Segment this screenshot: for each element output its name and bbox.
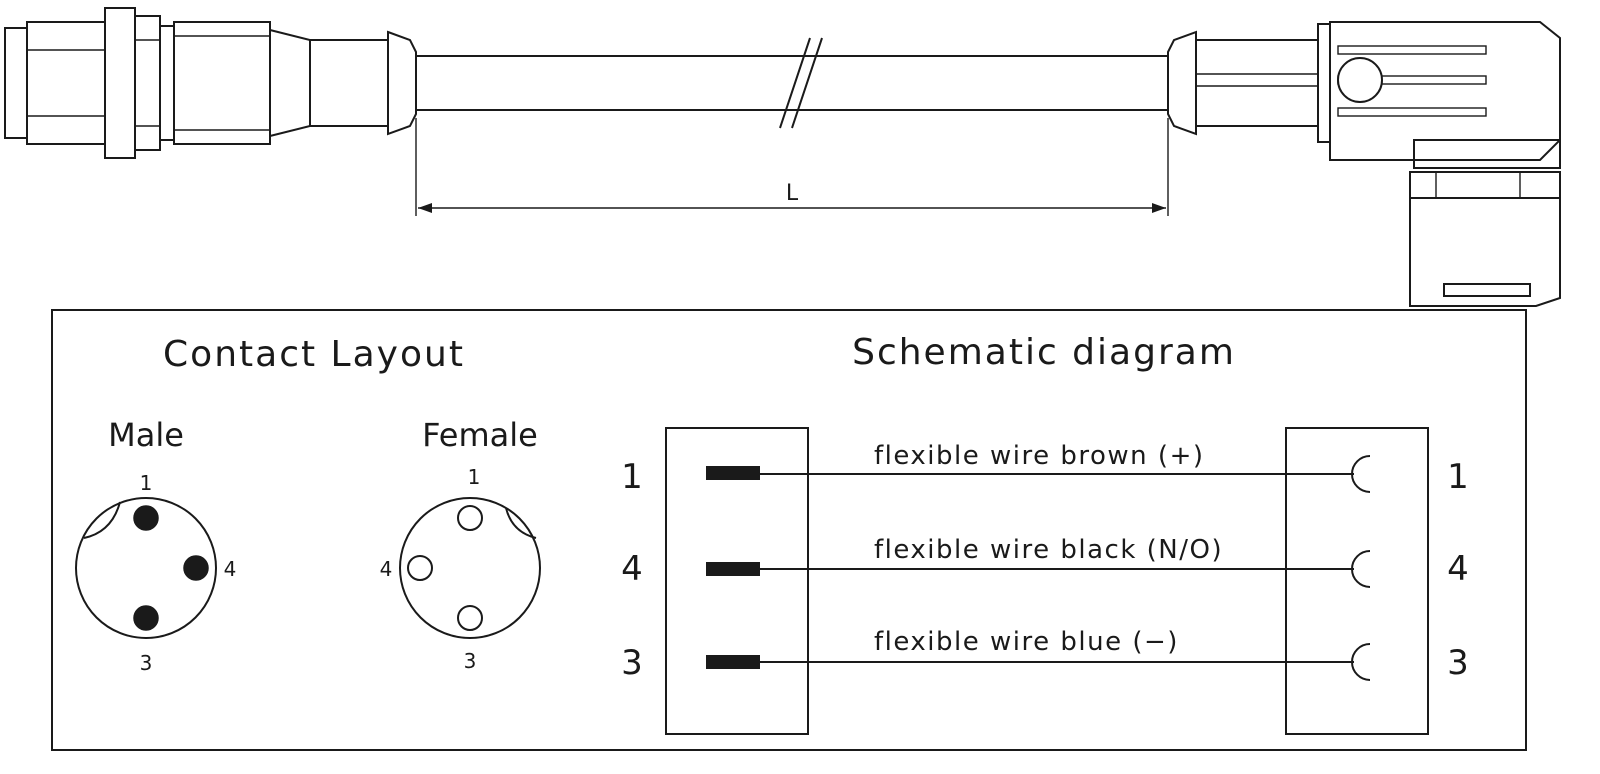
right-pin-number-1: 1 bbox=[1447, 457, 1469, 497]
left-pin-number-4: 4 bbox=[621, 549, 643, 589]
right-pin-socket-1 bbox=[1351, 455, 1371, 493]
male-pin-3 bbox=[133, 605, 159, 631]
contact-layout: Contact Layout Male 1 4 3 Female 1 bbox=[75, 334, 541, 675]
female-pin-1 bbox=[457, 505, 483, 531]
length-label: L bbox=[786, 181, 799, 206]
female-keyway bbox=[505, 507, 537, 539]
male-pin-label-1: 1 bbox=[140, 471, 153, 495]
wire-label-4: flexible wire black (N/O) bbox=[874, 535, 1223, 565]
male-pin-4 bbox=[183, 555, 209, 581]
schematic-wire-3: 3 flexible wire blue (−) 3 bbox=[621, 627, 1469, 683]
female-connector-face: Female 1 4 3 bbox=[380, 416, 541, 673]
wire-label-3: flexible wire blue (−) bbox=[874, 627, 1179, 657]
female-face-outline bbox=[399, 497, 541, 639]
left-pin-number-1: 1 bbox=[621, 457, 643, 497]
female-label: Female bbox=[422, 416, 538, 454]
info-panel-frame bbox=[51, 309, 1527, 751]
schematic-right-block bbox=[1285, 427, 1429, 735]
left-pin-contact-3 bbox=[706, 655, 760, 669]
right-pin-number-4: 4 bbox=[1447, 549, 1469, 589]
schematic-title: Schematic diagram bbox=[852, 332, 1236, 373]
cable-assembly: L bbox=[4, 7, 1561, 307]
female-pin-label-4: 4 bbox=[380, 557, 393, 581]
schematic-diagram: Schematic diagram 1 flexible wire brown … bbox=[621, 332, 1469, 735]
left-pin-number-3: 3 bbox=[621, 643, 643, 683]
male-pin-1 bbox=[133, 505, 159, 531]
length-dimension: L bbox=[415, 118, 1169, 216]
male-keyway bbox=[83, 501, 121, 539]
male-pin-label-4: 4 bbox=[224, 557, 237, 581]
male-pin-label-3: 3 bbox=[140, 651, 153, 675]
right-pin-socket-4 bbox=[1351, 550, 1371, 588]
male-label: Male bbox=[108, 416, 184, 454]
female-pin-label-1: 1 bbox=[468, 465, 481, 489]
female-pin-3 bbox=[457, 605, 483, 631]
angled-connector-right bbox=[1167, 21, 1561, 307]
right-pin-socket-3 bbox=[1351, 643, 1371, 681]
left-pin-contact-4 bbox=[706, 562, 760, 576]
wire-label-1: flexible wire brown (+) bbox=[874, 441, 1205, 471]
male-face-outline bbox=[75, 497, 217, 639]
left-pin-contact-1 bbox=[706, 466, 760, 480]
contact-layout-title: Contact Layout bbox=[163, 334, 465, 375]
info-panel: Contact Layout Male 1 4 3 Female 1 bbox=[51, 309, 1527, 751]
female-pin-label-3: 3 bbox=[464, 649, 477, 673]
schematic-wire-1: 1 flexible wire brown (+) 1 bbox=[621, 441, 1469, 497]
straight-connector-left bbox=[4, 7, 417, 159]
male-connector-face: Male 1 4 3 bbox=[75, 416, 237, 675]
cable-body bbox=[416, 37, 1168, 129]
right-pin-number-3: 3 bbox=[1447, 643, 1469, 683]
schematic-wire-4: 4 flexible wire black (N/O) 4 bbox=[621, 535, 1469, 589]
female-pin-4 bbox=[407, 555, 433, 581]
schematic-left-block bbox=[665, 427, 809, 735]
